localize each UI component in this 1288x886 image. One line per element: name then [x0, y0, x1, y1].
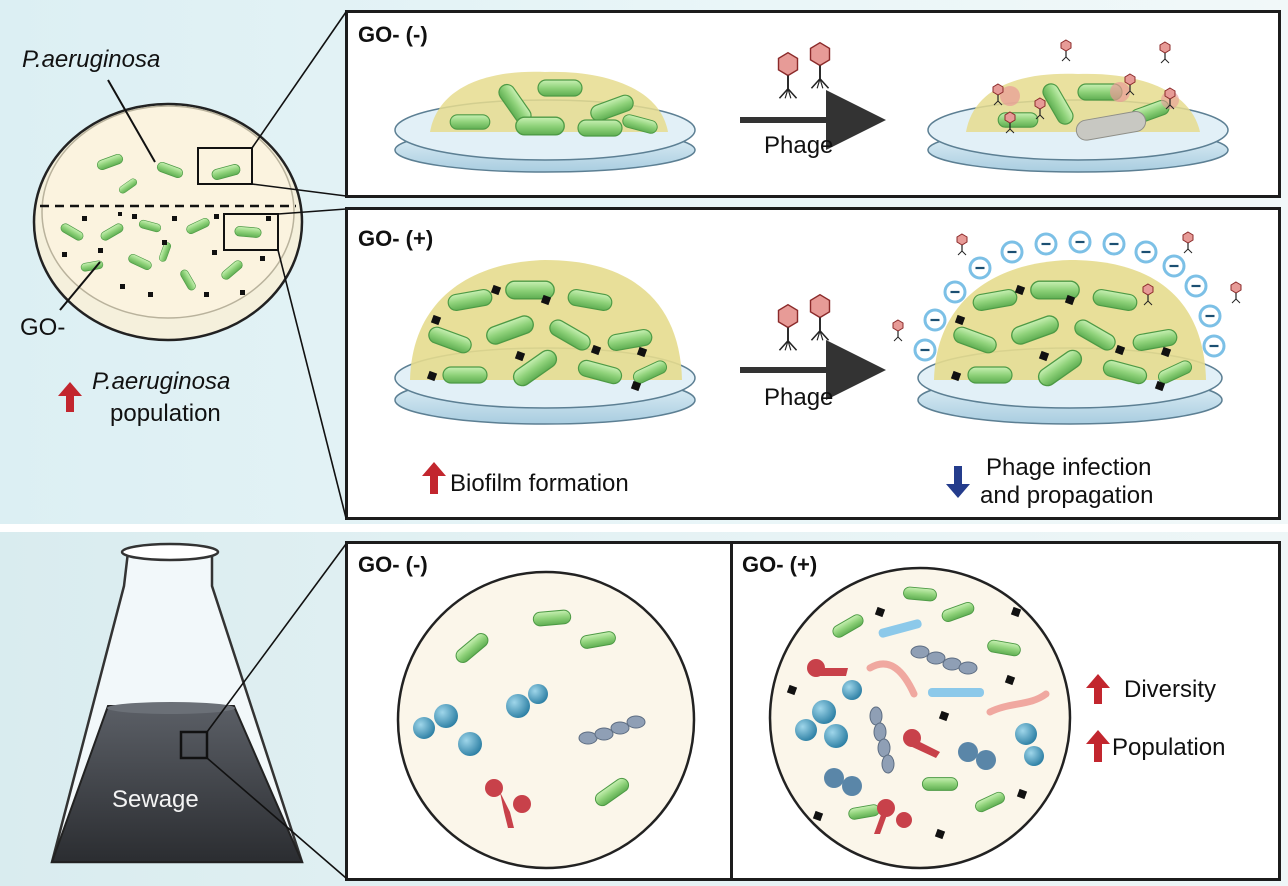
- panel-title-go-pos-bottom: GO- (+): [742, 552, 818, 577]
- biofilm-formation-label: Biofilm formation: [450, 470, 629, 497]
- sewage-label: Sewage: [112, 786, 199, 813]
- population-up-arrow: [58, 382, 82, 412]
- panel-title-go-neg-bottom: GO- (-): [358, 552, 428, 577]
- biofilm-up-arrow: [422, 462, 446, 494]
- plate-go-neg-after: [927, 73, 1229, 173]
- go-leader: [59, 261, 101, 311]
- population-word-label: population: [110, 400, 221, 427]
- species-label: P.aeruginosa: [22, 46, 161, 73]
- section-divider: [0, 524, 1288, 532]
- phage-icon-bottom: [777, 293, 831, 352]
- diversity-up-arrow: [1086, 674, 1110, 704]
- phage-label-top: Phage: [764, 132, 834, 159]
- zoom-box-bottom: [223, 213, 279, 251]
- phage-label-bottom: Phage: [764, 384, 834, 411]
- petri-dish: [32, 102, 304, 342]
- zoom-lines-bottom: [206, 543, 347, 879]
- sewage-flask: [50, 542, 304, 864]
- microbe-view-pos: [768, 566, 1072, 870]
- population-up-arrow-sewage: [1086, 730, 1110, 762]
- phage-infection-down-arrow: [946, 466, 970, 498]
- phage-infection-label-2: and propagation: [980, 482, 1154, 509]
- species-leader: [107, 79, 156, 163]
- zoom-box-top: [197, 147, 253, 185]
- microbe-view-neg: [396, 570, 696, 870]
- diversity-label: Diversity: [1124, 676, 1217, 703]
- go-label: GO-: [20, 314, 66, 341]
- population-label: Population: [1112, 734, 1226, 761]
- phage-infection-label-1: Phage infection: [986, 454, 1152, 481]
- panel-title-go-neg-top: GO- (-): [358, 22, 428, 47]
- phage-icon: [777, 41, 831, 100]
- zoom-lines-top: [251, 11, 347, 519]
- panel-title-go-pos-top: GO- (+): [358, 226, 434, 251]
- lysed-bacteria-cluster: [992, 39, 1179, 141]
- petri-go-particles: [62, 212, 271, 297]
- population-species-label: P.aeruginosa: [92, 368, 231, 395]
